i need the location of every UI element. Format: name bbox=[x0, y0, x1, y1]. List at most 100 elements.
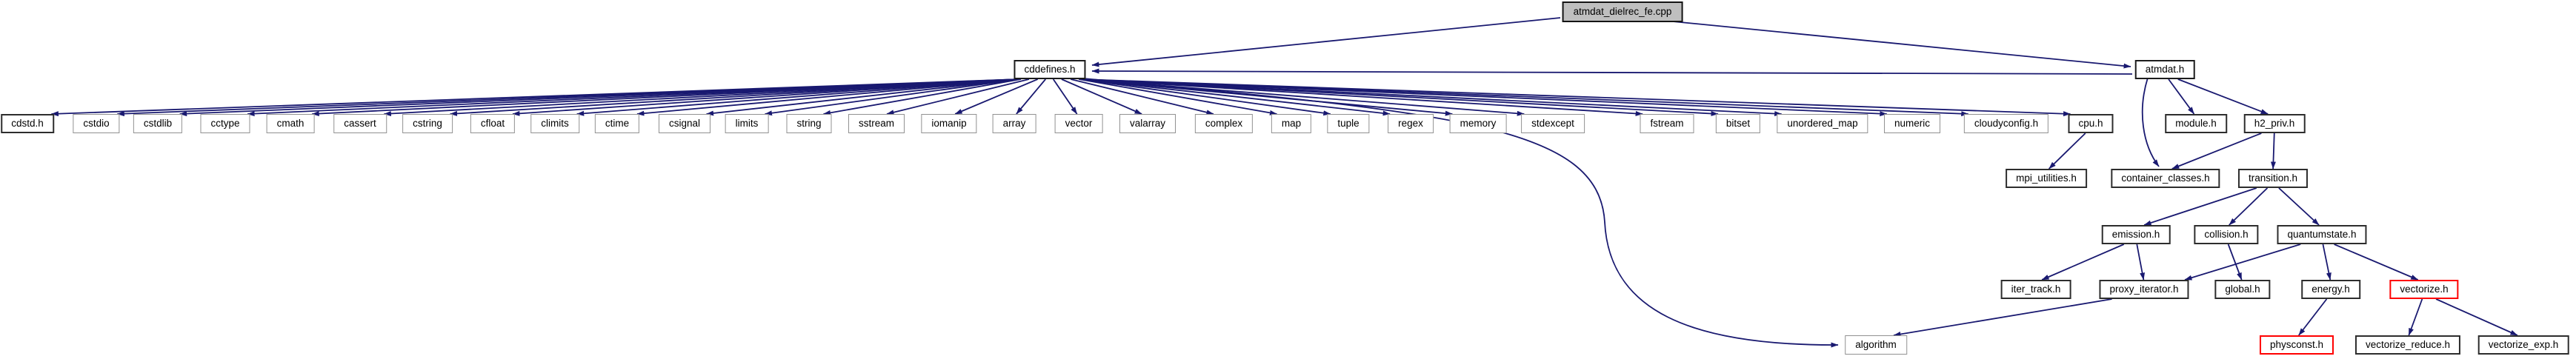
edge-cddefines-to-cmath bbox=[311, 78, 1020, 117]
node-map[interactable]: map bbox=[1271, 114, 1312, 133]
edge-cddefines-to-cstring bbox=[450, 78, 1020, 116]
node-transition[interactable]: transition.h bbox=[2237, 169, 2309, 188]
edge-quantumstate-to-vectorize bbox=[2334, 244, 2419, 281]
node-cctype[interactable]: cctype bbox=[200, 114, 250, 133]
edge-cddefines-to-cstdio bbox=[116, 78, 1020, 117]
edge-main-to-atmdat bbox=[1672, 21, 2131, 69]
node-emission[interactable]: emission.h bbox=[2101, 225, 2171, 244]
edge-vectorize-to-vectorize_exp bbox=[2435, 298, 2518, 336]
edge-transition-to-quantumstate bbox=[2278, 187, 2320, 226]
edge-cddefines-to-cstdlib bbox=[179, 78, 1020, 117]
node-vector[interactable]: vector bbox=[1054, 114, 1103, 133]
edge-cpu-to-mpi_utilities bbox=[2048, 132, 2086, 170]
node-vectorize_exp[interactable]: vectorize_exp.h bbox=[2477, 335, 2569, 355]
edge-vectorize-to-vectorize_reduce bbox=[2408, 298, 2423, 336]
node-cmath[interactable]: cmath bbox=[266, 114, 315, 133]
edge-cddefines-to-cdstd bbox=[50, 78, 1020, 117]
edge-energy-to-physconst bbox=[2298, 298, 2328, 336]
edge-collision-to-global bbox=[2227, 244, 2243, 281]
edge-atmdat-to-cddefines bbox=[1091, 68, 2133, 75]
edge-cddefines-to-valarray bbox=[1061, 78, 1142, 115]
node-physconst[interactable]: physconst.h bbox=[2259, 335, 2334, 355]
edge-cddefines-to-csignal bbox=[706, 78, 1020, 116]
node-unordered_map[interactable]: unordered_map bbox=[1777, 114, 1868, 133]
node-fstream[interactable]: fstream bbox=[1640, 114, 1694, 133]
edge-emission-to-iter_track bbox=[2041, 244, 2125, 281]
node-energy[interactable]: energy.h bbox=[2301, 280, 2360, 299]
edge-quantumstate-to-proxy_iterator bbox=[2184, 244, 2301, 281]
node-stdexcept[interactable]: stdexcept bbox=[1521, 114, 1585, 133]
edge-cddefines-to-tuple bbox=[1079, 78, 1331, 116]
edge-cddefines-to-fstream bbox=[1079, 78, 1643, 116]
edge-cddefines-to-memory bbox=[1079, 78, 1453, 116]
edge-cddefines-to-cctype bbox=[247, 78, 1020, 117]
node-quantumstate[interactable]: quantumstate.h bbox=[2277, 225, 2367, 244]
node-algorithm[interactable]: algorithm bbox=[1845, 335, 1907, 355]
edge-quantumstate-to-energy bbox=[2322, 244, 2332, 281]
node-bitset[interactable]: bitset bbox=[1715, 114, 1761, 133]
node-h2_priv[interactable]: h2_priv.h bbox=[2243, 114, 2306, 133]
node-cpu[interactable]: cpu.h bbox=[2068, 114, 2114, 133]
edge-atmdat-to-h2_priv bbox=[2177, 78, 2269, 115]
edge-atmdat-to-container bbox=[2141, 77, 2160, 167]
node-cstring[interactable]: cstring bbox=[402, 114, 453, 133]
node-cassert[interactable]: cassert bbox=[333, 114, 387, 133]
edge-emission-to-proxy_iterator bbox=[2136, 244, 2146, 281]
node-complex[interactable]: complex bbox=[1194, 114, 1254, 133]
node-valarray[interactable]: valarray bbox=[1119, 114, 1176, 133]
node-proxy_iterator[interactable]: proxy_iterator.h bbox=[2099, 280, 2189, 299]
edge-cddefines-to-numeric bbox=[1079, 78, 1888, 117]
node-iter_track[interactable]: iter_track.h bbox=[2000, 280, 2071, 299]
edge-cddefines-to-unordered_map bbox=[1079, 78, 1783, 117]
edge-cddefines-to-cassert bbox=[383, 78, 1020, 116]
node-mpi_utilities[interactable]: mpi_utilities.h bbox=[2006, 169, 2087, 188]
edge-transition-to-emission bbox=[2143, 187, 2257, 226]
node-cddefines[interactable]: cddefines.h bbox=[1014, 60, 1086, 79]
edge-cddefines-to-ctime bbox=[636, 78, 1020, 116]
node-limits[interactable]: limits bbox=[725, 114, 769, 133]
edge-h2_priv-to-container bbox=[2171, 132, 2262, 170]
edge-cddefines-to-cloudyconfig bbox=[1079, 78, 1969, 117]
edge-cddefines-to-vector bbox=[1052, 78, 1078, 115]
node-main[interactable]: atmdat_dielrec_fe.cpp bbox=[1562, 1, 1683, 22]
edge-main-to-cddefines bbox=[1091, 17, 1561, 67]
node-vectorize_reduce[interactable]: vectorize_reduce.h bbox=[2354, 335, 2461, 355]
edge-cddefines-to-complex bbox=[1070, 78, 1214, 115]
edge-cddefines-to-sstream bbox=[886, 78, 1030, 115]
edge-cddefines-to-climits bbox=[576, 78, 1020, 116]
node-iomanip[interactable]: iomanip bbox=[921, 114, 977, 133]
node-array[interactable]: array bbox=[992, 114, 1036, 133]
node-string[interactable]: string bbox=[786, 114, 832, 133]
edge-proxy_iterator-to-algorithm bbox=[1893, 298, 2112, 337]
edge-cddefines-to-iomanip bbox=[954, 78, 1039, 115]
node-global[interactable]: global.h bbox=[2214, 280, 2271, 299]
node-tuple[interactable]: tuple bbox=[1327, 114, 1370, 133]
node-regex[interactable]: regex bbox=[1388, 114, 1434, 133]
node-atmdat[interactable]: atmdat.h bbox=[2134, 60, 2195, 79]
edge-cddefines-to-bitset bbox=[1079, 78, 1719, 116]
node-cloudyconfig[interactable]: cloudyconfig.h bbox=[1963, 114, 2049, 133]
node-ctime[interactable]: ctime bbox=[594, 114, 640, 133]
edge-cddefines-to-stdexcept bbox=[1079, 78, 1525, 116]
node-cstdio[interactable]: cstdio bbox=[73, 114, 120, 133]
node-cdstd[interactable]: cdstd.h bbox=[1, 114, 54, 133]
node-vectorize[interactable]: vectorize.h bbox=[2389, 280, 2459, 299]
edge-cddefines-to-cfloat bbox=[512, 78, 1020, 116]
node-csignal[interactable]: csignal bbox=[658, 114, 711, 133]
edge-cddefines-to-map bbox=[1078, 78, 1277, 115]
edge-transition-to-collision bbox=[2229, 187, 2269, 226]
node-numeric[interactable]: numeric bbox=[1883, 114, 1941, 133]
edge-cddefines-to-array bbox=[1016, 78, 1046, 115]
node-cstdlib[interactable]: cstdlib bbox=[133, 114, 183, 133]
node-collision[interactable]: collision.h bbox=[2194, 225, 2259, 244]
node-sstream[interactable]: sstream bbox=[848, 114, 905, 133]
node-climits[interactable]: climits bbox=[530, 114, 579, 133]
node-memory[interactable]: memory bbox=[1449, 114, 1507, 133]
edge-h2_priv-to-transition bbox=[2270, 132, 2276, 170]
node-cfloat[interactable]: cfloat bbox=[470, 114, 516, 133]
edge-atmdat-to-module bbox=[2168, 78, 2195, 115]
node-container[interactable]: container_classes.h bbox=[2111, 169, 2220, 188]
edge-cddefines-to-string bbox=[823, 78, 1022, 115]
node-module[interactable]: module.h bbox=[2165, 114, 2227, 133]
